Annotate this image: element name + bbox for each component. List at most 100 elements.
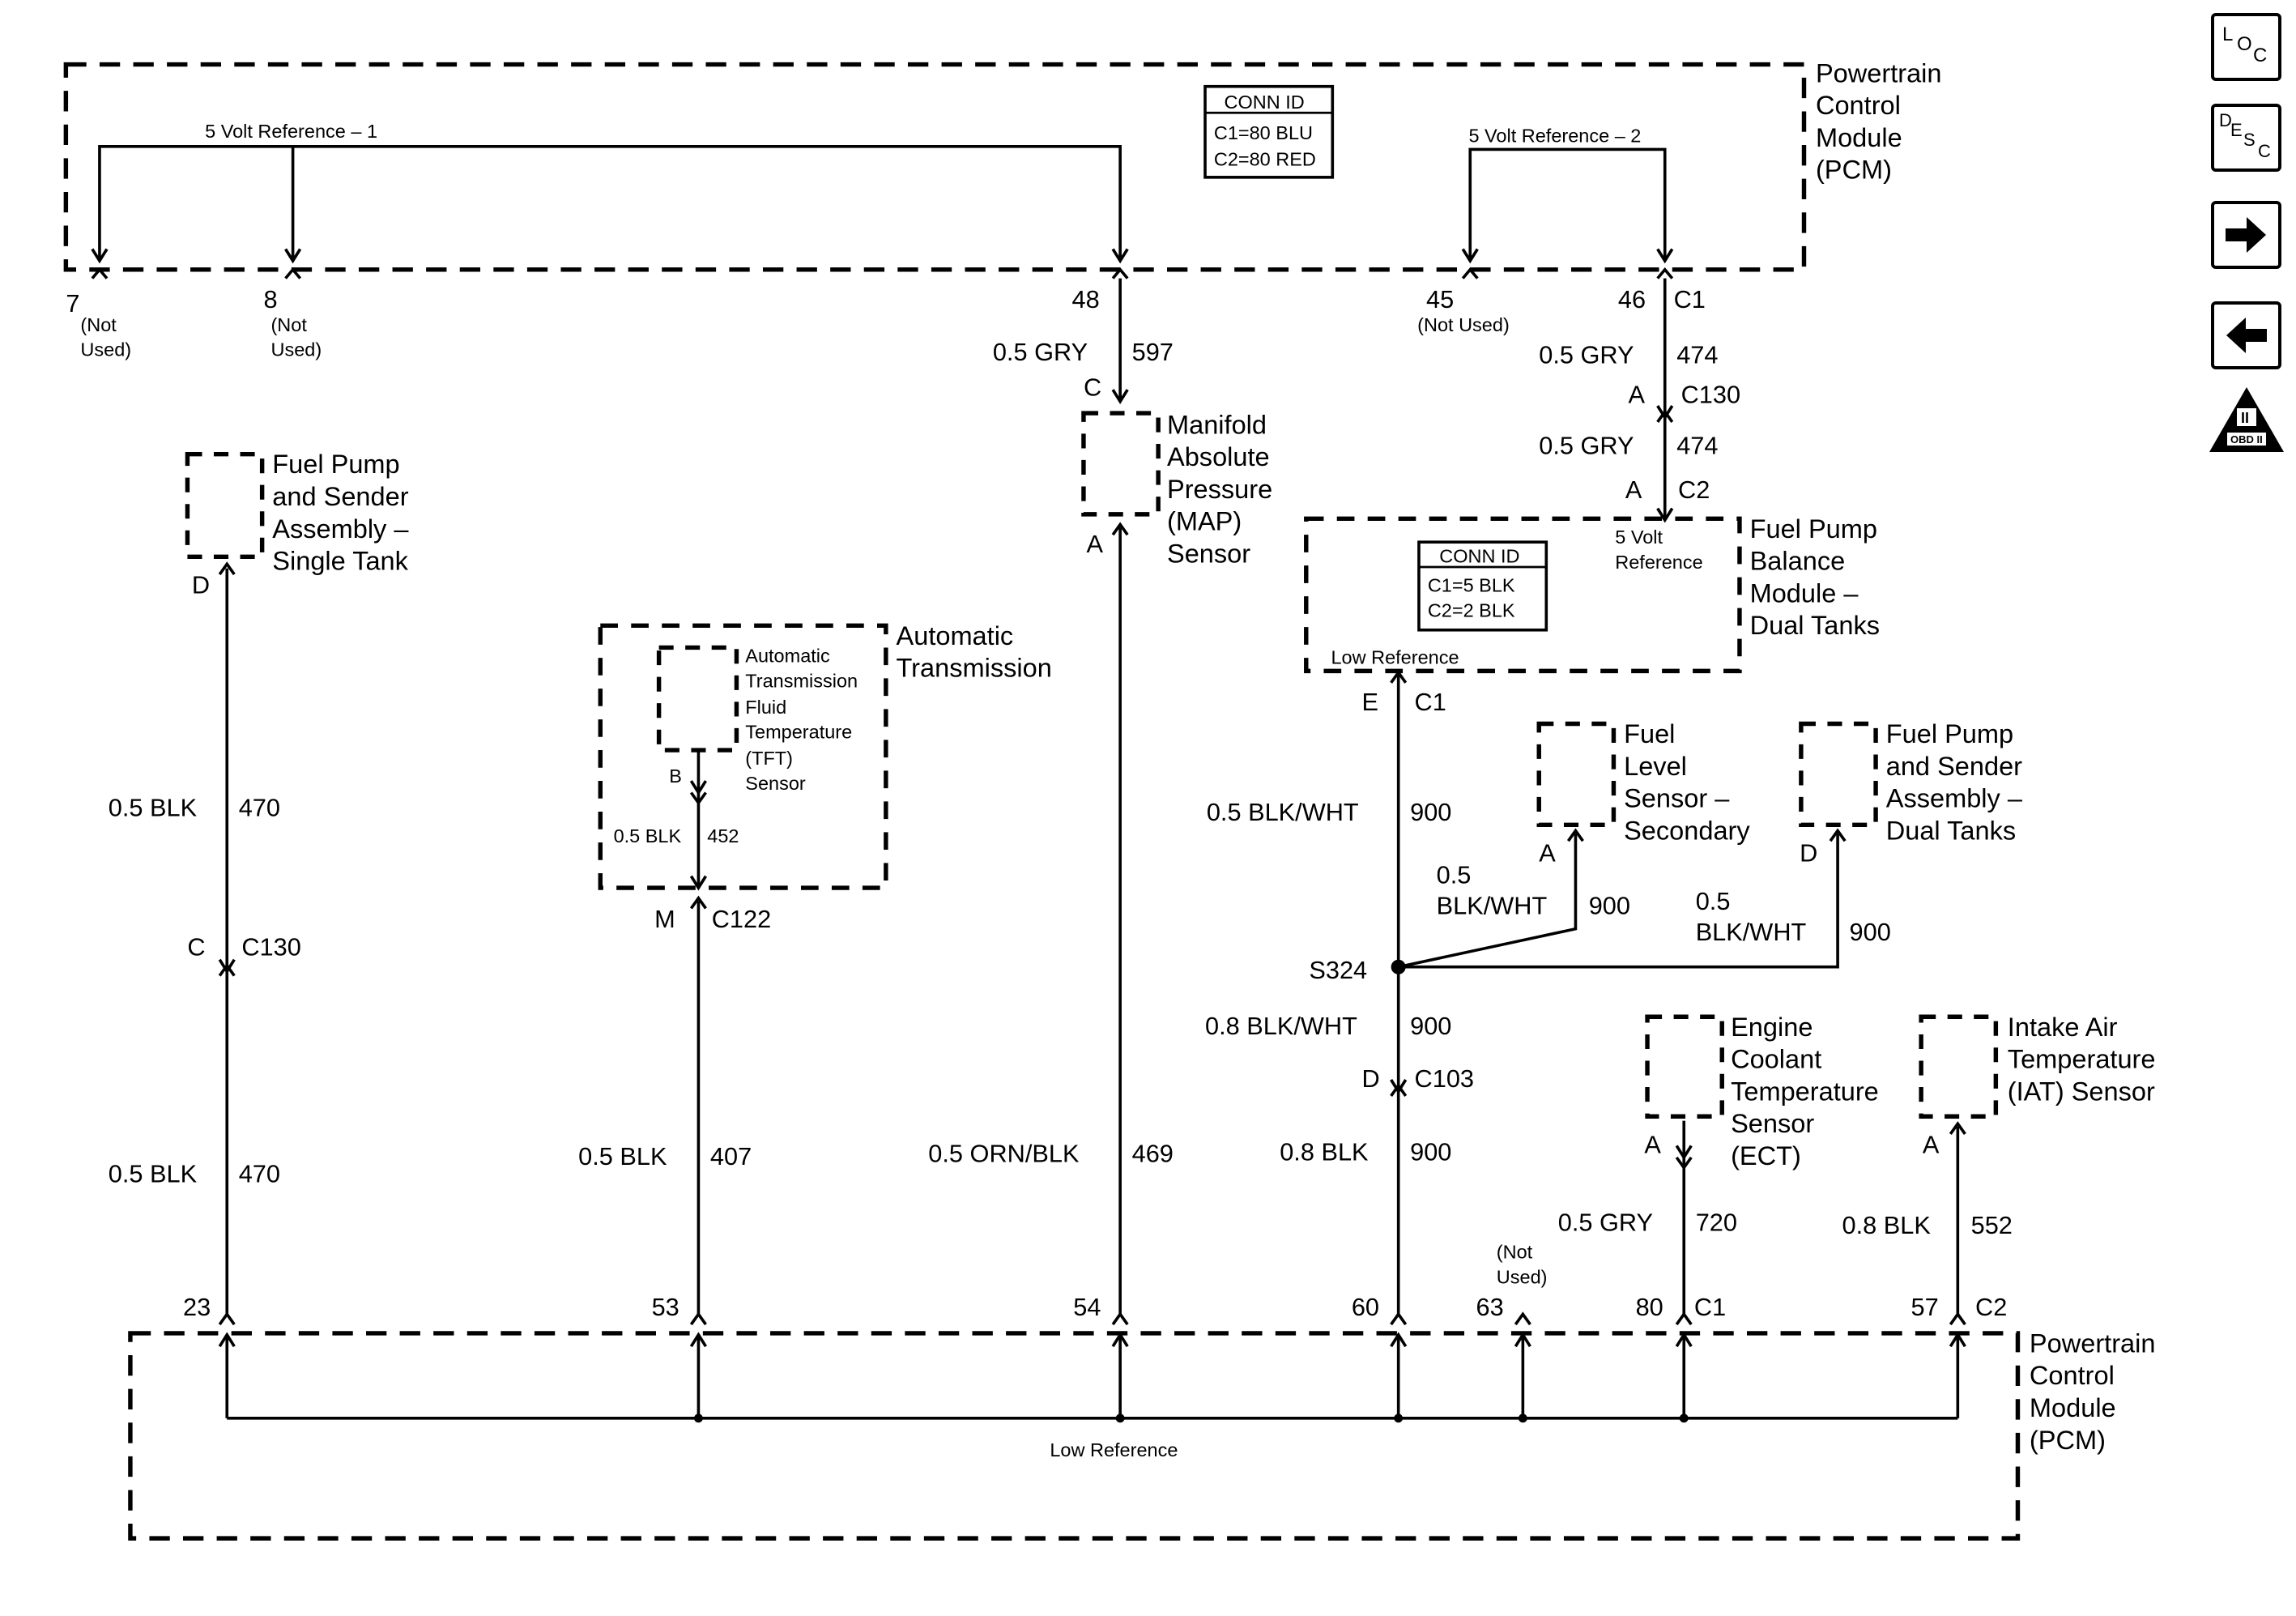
svg-text:O: O: [2237, 33, 2252, 55]
pin-23: 23: [183, 1293, 211, 1321]
fuel-pump-balance-module-box: [1304, 516, 1742, 674]
pin-8-not-used: (Not Used): [270, 314, 322, 360]
pin-48: 48: [1071, 285, 1099, 313]
pin-53: 53: [652, 1293, 679, 1321]
svg-text:C1=80 BLU: C1=80 BLU: [1214, 122, 1313, 143]
svg-text:L: L: [2222, 23, 2233, 45]
pcm-bottom-label: Powertrain Control Module (PCM): [2030, 1328, 2163, 1454]
description-button[interactable]: D E S C: [2211, 104, 2281, 172]
wire-900e-gauge: 0.8 BLK: [1280, 1137, 1369, 1166]
pcm-top-label: Powertrain Control Module (PCM): [1816, 58, 1949, 184]
obd-ii-button[interactable]: II OBD II: [2206, 384, 2287, 457]
fpbm-low-reference: Low Reference: [1331, 646, 1459, 667]
pcm-top-box: [63, 62, 1807, 272]
wire-900-fls: [1398, 834, 1578, 969]
pin-54: 54: [1073, 1293, 1101, 1321]
svg-text:II: II: [2241, 410, 2249, 426]
arrow-right-icon: [2226, 217, 2266, 253]
obd-ii-icon: II OBD II: [2209, 387, 2284, 452]
iat-sensor-label: Intake Air Temperature (IAT) Sensor: [2008, 1013, 2163, 1106]
ref2-label: 5 Volt Reference – 2: [1468, 125, 1641, 146]
wire-900a-gauge: 0.5 BLK/WHT: [1207, 798, 1359, 826]
connector-c2-fpbm: C2: [1678, 475, 1710, 504]
wire-470b-gauge: 0.5 BLK: [109, 1160, 198, 1188]
wire-597-gauge: 0.5 GRY: [993, 338, 1088, 366]
next-page-button[interactable]: [2211, 201, 2281, 269]
wire-900d-gauge: 0.8 BLK/WHT: [1205, 1012, 1357, 1040]
wire-900d-circuit: 900: [1410, 1012, 1451, 1040]
wire-407-circuit: 407: [710, 1142, 752, 1170]
splice-s324-label: S324: [1309, 956, 1367, 984]
wire-900e-circuit: 900: [1410, 1137, 1451, 1166]
map-sensor-box: [1081, 411, 1161, 517]
fuel-level-sensor-box: [1536, 721, 1617, 828]
connector-c2-bottom: C2: [1975, 1293, 2007, 1321]
c103-pin-d: D: [1361, 1064, 1379, 1093]
previous-page-button[interactable]: [2211, 301, 2281, 369]
map-pin-c: C: [1084, 373, 1101, 401]
svg-text:C2=2 BLK: C2=2 BLK: [1428, 599, 1515, 620]
svg-text:C1=5 BLK: C1=5 BLK: [1428, 575, 1515, 596]
ref1-label: 5 Volt Reference – 1: [205, 121, 377, 142]
wire-452-circuit: 452: [707, 825, 739, 846]
wire-720-circuit: 720: [1696, 1208, 1737, 1236]
wire-452-gauge: 0.5 BLK: [614, 825, 682, 846]
svg-text:C2=80 RED: C2=80 RED: [1214, 148, 1316, 169]
connector-c103: C103: [1415, 1064, 1474, 1093]
wire-474a-gauge: 0.5 GRY: [1539, 341, 1634, 369]
desc-icon: D E S C: [2219, 110, 2271, 161]
low-reference-junctions: [694, 1413, 1689, 1423]
pin-46: 46: [1618, 285, 1646, 313]
pin-63-not-used: (Not Used): [1497, 1242, 1548, 1288]
fuel-pump-sender-single-label: Fuel Pump and Sender Assembly – Single T…: [272, 450, 415, 575]
wire-900a-circuit: 900: [1410, 798, 1451, 826]
fpbm-connector-c1: C1: [1415, 688, 1446, 716]
location-button[interactable]: L O C: [2211, 13, 2281, 81]
svg-text:C: C: [2258, 141, 2271, 161]
wire-552-gauge: 0.8 BLK: [1842, 1211, 1932, 1239]
pcm-bottom-box: [128, 1331, 2021, 1541]
low-reference-bus: [225, 1336, 1960, 1420]
pin-57: 57: [1910, 1293, 1938, 1321]
ect-sensor-label: Engine Coolant Temperature Sensor (ECT): [1731, 1013, 1886, 1170]
fuel-level-sensor-label: Fuel Level Sensor – Secondary: [1624, 719, 1750, 845]
wire-407-gauge: 0.5 BLK: [578, 1142, 667, 1170]
loc-icon: L O C: [2222, 23, 2267, 66]
splice-s324: [1391, 959, 1406, 974]
wire-470b-circuit: 470: [239, 1160, 280, 1188]
wire-900c-gauge: 0.5 BLK/WHT: [1696, 887, 1807, 946]
wire-900b-gauge: 0.5 BLK/WHT: [1437, 861, 1548, 920]
bottom-pin-marks: [218, 1311, 1966, 1326]
svg-text:OBD II: OBD II: [2230, 433, 2263, 446]
wire-474b-circuit: 474: [1676, 432, 1718, 460]
ect-sensor-box: [1645, 1014, 1724, 1119]
conn-id-fpbm: CONN ID C1=5 BLK C2=2 BLK: [1417, 540, 1548, 632]
wire-469-gauge: 0.5 ORN/BLK: [928, 1139, 1080, 1167]
connector-c130: C130: [1681, 380, 1740, 408]
fuel-pump-sender-dual-box: [1799, 721, 1878, 828]
connector-c130-single: C130: [241, 932, 300, 961]
connector-c1-bottom: C1: [1694, 1293, 1726, 1321]
pin-45: 45: [1426, 285, 1454, 313]
connector-c1-top: C1: [1674, 285, 1706, 313]
wire-900b-circuit: 900: [1589, 892, 1630, 920]
fuel-pump-sender-dual-label: Fuel Pump and Sender Assembly – Dual Tan…: [1886, 719, 2030, 845]
pin-80: 80: [1636, 1293, 1663, 1321]
iat-pin-a: A: [1923, 1130, 1940, 1158]
map-pin-a: A: [1087, 530, 1104, 558]
fps-pin-d: D: [192, 571, 210, 599]
fpsd-pin-d: D: [1800, 839, 1817, 868]
ect-pin-a: A: [1644, 1130, 1661, 1158]
top-pin-marks: [91, 266, 1674, 279]
conn-id-top: CONN ID C1=80 BLU C2=80 RED: [1203, 84, 1335, 179]
svg-text:D: D: [2219, 110, 2232, 130]
wire-597-circuit: 597: [1132, 338, 1174, 366]
wire-470a-gauge: 0.5 BLK: [109, 793, 198, 821]
c130b-pin-c: C: [187, 932, 205, 961]
automatic-transmission-label: Automatic Transmission: [897, 621, 1052, 683]
fpbm-5v-reference: 5 Volt Reference: [1615, 527, 1702, 573]
wire-720-gauge: 0.5 GRY: [1558, 1208, 1653, 1236]
arrow-left-icon: [2226, 318, 2267, 353]
svg-text:S: S: [2243, 130, 2256, 150]
